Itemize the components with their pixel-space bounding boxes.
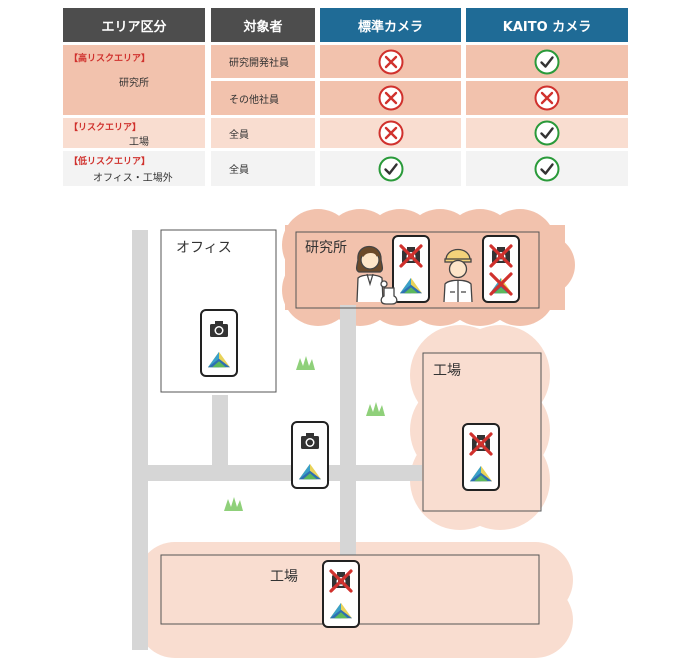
lab-building	[295, 231, 540, 309]
ok-mark-icon	[534, 156, 560, 181]
lab-label: 研究所	[305, 240, 347, 256]
phone-camera-blocked-icon	[322, 560, 360, 628]
factory-bottom-label: 工場	[270, 569, 298, 585]
factory-right-building	[422, 352, 542, 512]
kaito-cell	[466, 151, 628, 186]
area-cell-low-risk: 【低リスクエリア】 オフィス・工場外	[63, 151, 205, 186]
standard-cell	[320, 151, 461, 186]
standard-cell	[320, 45, 461, 78]
ng-mark-icon	[378, 49, 403, 74]
researcher-person-icon	[355, 245, 398, 305]
ok-mark-icon	[534, 49, 560, 74]
header-target: 対象者	[211, 8, 315, 42]
kaito-cell	[466, 45, 628, 78]
worker-person-icon	[443, 248, 473, 303]
standard-cell	[320, 118, 461, 148]
area-cell-risk: 【リスクエリア】 工場	[63, 118, 205, 148]
road-network	[132, 230, 422, 650]
risk-title-low: 【低リスクエリア】	[69, 157, 151, 167]
header-standard-camera: 標準カメラ	[320, 8, 461, 42]
ok-mark-icon	[378, 156, 403, 181]
grass-icon	[366, 402, 385, 416]
grass-icon	[224, 497, 243, 511]
risk-name-factory: 工場	[129, 137, 149, 148]
phone-camera-ok-icon	[291, 421, 329, 489]
risk-title-medium: 【リスクエリア】	[69, 123, 142, 133]
area-cell-high-risk: 【高リスクエリア】 研究所	[63, 45, 205, 115]
ng-mark-icon	[534, 85, 560, 111]
header-area: エリア区分	[63, 8, 205, 42]
target-cell: 研究開発社員	[211, 45, 315, 78]
kaito-cell	[466, 118, 628, 148]
target-cell: 全員	[211, 151, 315, 186]
phone-camera-ok-icon	[200, 309, 238, 377]
phone-camera-blocked-icon	[392, 235, 430, 303]
phone-camera-blocked-icon	[462, 423, 500, 491]
kaito-cell	[466, 81, 628, 115]
standard-cell	[320, 81, 461, 115]
factory-right-label: 工場	[433, 363, 461, 379]
risk-name-lab: 研究所	[119, 78, 149, 89]
target-cell: その他社員	[211, 81, 315, 115]
target-cell: 全員	[211, 118, 315, 148]
grass-icon	[296, 356, 315, 370]
risk-name-office: オフィス・工場外	[93, 173, 173, 184]
office-label: オフィス	[176, 240, 232, 256]
ng-mark-icon	[378, 85, 403, 111]
ok-mark-icon	[534, 120, 560, 146]
risk-title-high: 【高リスクエリア】	[69, 54, 151, 64]
ng-mark-icon	[378, 120, 403, 146]
phone-all-blocked-icon	[482, 235, 520, 303]
header-kaito-camera: KAITO カメラ	[466, 8, 628, 42]
